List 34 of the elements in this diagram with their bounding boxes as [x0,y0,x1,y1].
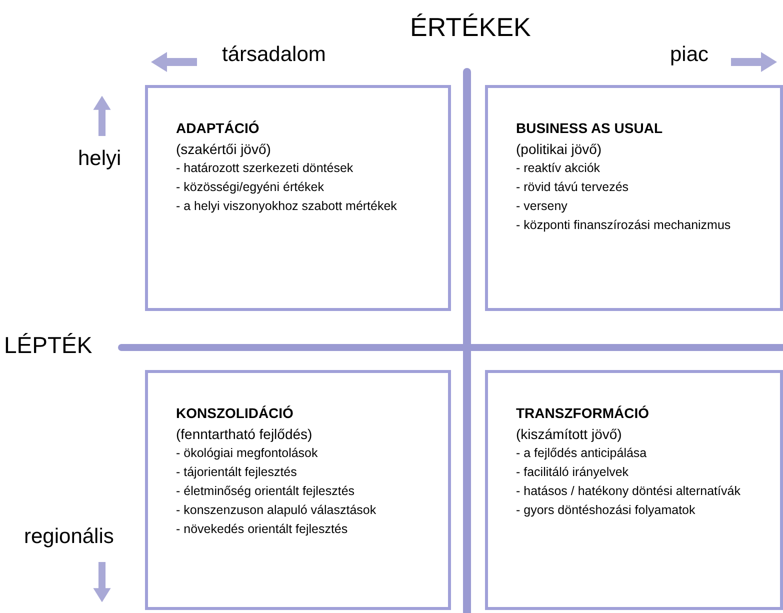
quadrant-heading: KONSZOLIDÁCIÓ [176,405,294,421]
bullet-text: - hatásos / hatékony döntési alternatívák [516,483,742,499]
axis-label: helyi [78,148,122,169]
quadrant-heading: ADAPTÁCIÓ [176,120,260,136]
bullet-text: - határozott szerkezeti döntések [176,160,354,176]
quadrant-box [485,85,783,311]
bullet-text: - gyors döntéshozási folyamatok [516,502,696,518]
bullet-text: - rövid távú tervezés [516,179,630,195]
bullet-text: - életminőség orientált fejlesztés [176,483,356,499]
quadrant-box [145,370,451,610]
axis-label: regionális [24,526,114,547]
diagram-title: ÉRTÉKEK [410,14,531,40]
quadrant-subtitle: (szakértői jövő) [176,141,272,157]
bullet-text: - a fejlődés anticipálása [516,445,648,461]
bullet-text: - konszenzuson alapuló választások [176,502,378,518]
quadrant-subtitle: (kiszámított jövő) [516,426,623,442]
quadrant-box [485,370,783,610]
quadrant-box [145,85,451,311]
axis-label: LÉPTÉK [4,334,92,357]
quadrant-heading: BUSINESS AS USUAL [516,120,664,136]
bullet-text: - a helyi viszonyokhoz szabott mértékek [176,198,398,214]
axis-label: társadalom [222,44,326,65]
quadrant-subtitle: (fenntartható fejlődés) [176,426,314,442]
bullet-text: - reaktív akciók [516,160,602,176]
quadrant-subtitle: (politikai jövő) [516,141,603,157]
axis-label: piac [670,44,709,65]
bullet-text: - facilitáló irányelvek [516,464,630,480]
bullet-text: - közösségi/egyéni értékek [176,179,325,195]
bullet-text: - központi finanszírozási mechanizmus [516,217,732,233]
bullet-text: - verseny [516,198,568,214]
bullet-text: - növekedés orientált fejlesztés [176,521,349,537]
bullet-text: - ökológiai megfontolások [176,445,319,461]
quadrant-heading: TRANSZFORMÁCIÓ [516,405,650,421]
bullet-text: - tájorientált fejlesztés [176,464,298,480]
